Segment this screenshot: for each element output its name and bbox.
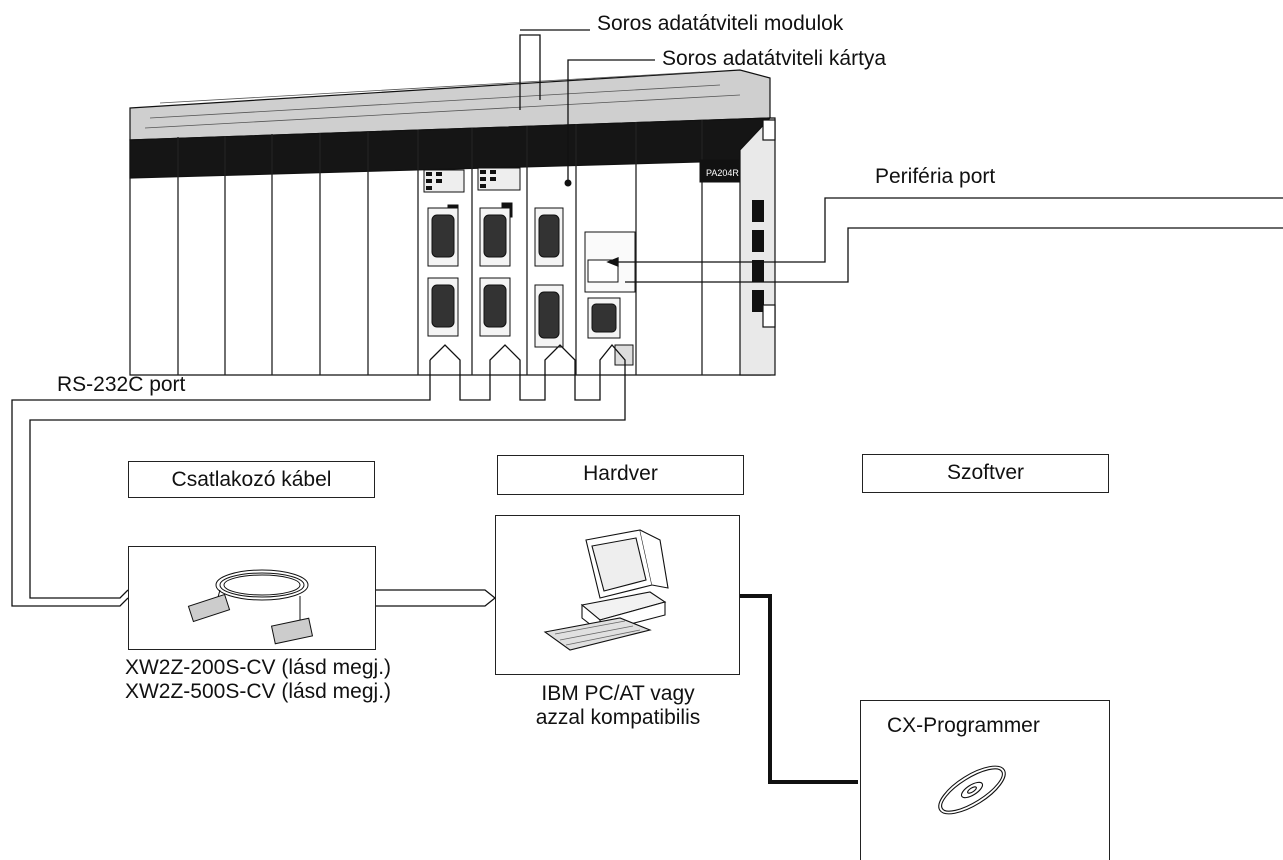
pc-to-software-link (740, 594, 858, 784)
leader-serial-board (567, 59, 655, 180)
serial-module-2 (477, 167, 521, 337)
cd-icon (938, 765, 1006, 815)
header-cable-box: Csatlakozó kábel (128, 461, 375, 498)
pc-illustration (543, 529, 669, 651)
serial-module-1 (423, 169, 465, 337)
cable-box (128, 546, 376, 650)
header-software-box: Szoftver (862, 454, 1109, 493)
software-box (860, 700, 1110, 860)
label-serial-modules: Soros adatátviteli modulok (597, 12, 844, 35)
cable-model-2: XW2Z-500S-CV (lásd megj.) (124, 680, 392, 703)
header-hardware: Hardver (583, 462, 658, 485)
rs232c-connectors (29, 343, 626, 599)
label-serial-board: Soros adatátviteli kártya (662, 47, 887, 70)
software-title: CX-Programmer (887, 714, 1040, 737)
leader-peripheral-port-1 (615, 197, 1283, 263)
cable-to-pc-arrow (376, 589, 497, 607)
power-supply-unit: PA204R (699, 159, 741, 183)
serial-board-slot (534, 179, 572, 348)
header-software: Szoftver (946, 461, 1025, 484)
cable-model-1: XW2Z-200S-CV (lásd megj.) (124, 656, 392, 679)
leader-peripheral-port-2 (625, 227, 1283, 283)
label-peripheral-port: Periféria port (875, 165, 996, 188)
connection-lines (11, 29, 1283, 607)
pc-caption-line-2: azzal kompatibilis (535, 706, 701, 729)
leader-serial-modules (519, 34, 541, 110)
pc-box (495, 515, 740, 675)
cable-illustration (187, 569, 314, 645)
header-hardware-box: Hardver (497, 455, 744, 495)
psu-model-text: PA204R (706, 168, 739, 178)
header-cable: Csatlakozó kábel (171, 468, 332, 491)
label-rs232c-port: RS-232C port (57, 373, 186, 396)
pc-caption-line-1: IBM PC/AT vagy (541, 682, 695, 705)
